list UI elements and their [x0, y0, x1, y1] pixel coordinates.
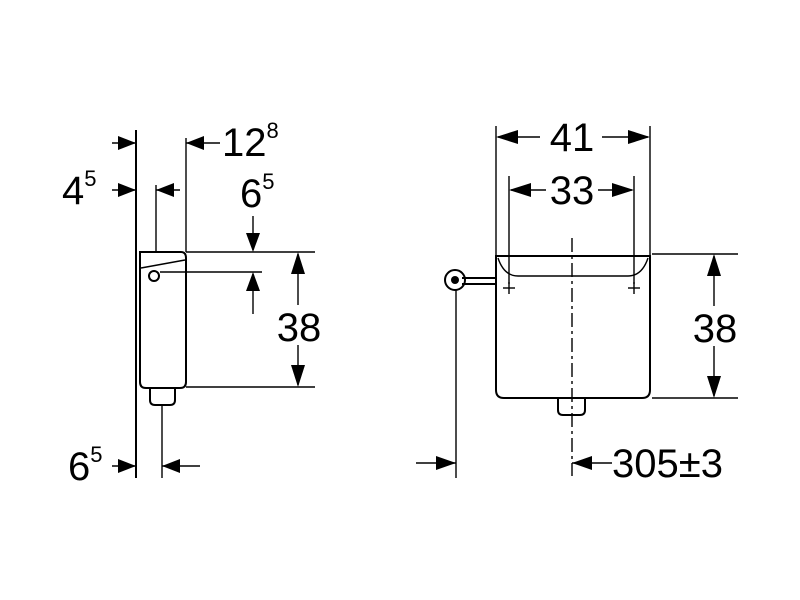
arrow-side-height-bottom [291, 365, 305, 387]
arrow-bottom-offset-right [162, 459, 180, 473]
arrow-outlet-offset-right [572, 456, 592, 470]
arrow-front-height-bottom [707, 376, 721, 398]
dim-outlet-offset-label: 305±3 [612, 442, 723, 486]
arrow-width-outer-left [496, 130, 518, 144]
arrow-wall-gap-right [156, 183, 174, 197]
side-lid-line [140, 259, 186, 269]
arrow-inlet-height-bottom [246, 272, 260, 291]
arrow-inlet-height-top [246, 233, 260, 252]
dim-top-offset-label: 128 [222, 118, 279, 165]
label-bg-front-height [692, 306, 738, 346]
dim-bottom-offset-label: 65 [68, 442, 103, 489]
arrow-top-offset-right [186, 136, 204, 150]
front-lid-line [497, 257, 649, 277]
side-view: 128 45 65 38 65 [62, 118, 322, 489]
dim-width-inner-label: 33 [550, 169, 595, 213]
arrow-width-inner-left [509, 183, 531, 197]
dim-width-outer-label: 41 [550, 116, 595, 160]
front-lever-knob-center [451, 276, 459, 284]
arrow-front-height-top [707, 254, 721, 276]
front-cistern-body [495, 255, 651, 399]
dim-inlet-height-label: 65 [240, 169, 275, 216]
side-outlet-stub [149, 388, 176, 406]
front-view: 41 33 38 305±3 [416, 116, 738, 486]
arrow-top-offset-left [118, 136, 136, 150]
label-bg-side-height [276, 305, 322, 345]
arrow-outlet-offset-left [436, 456, 456, 470]
arrow-width-inner-right [612, 183, 634, 197]
side-lever-pivot [148, 270, 160, 282]
arrow-side-height-top [291, 252, 305, 274]
arrow-bottom-offset-left [118, 459, 136, 473]
dim-front-height-label: 38 [693, 307, 738, 351]
front-lever-knob [444, 269, 466, 291]
arrow-width-outer-right [628, 130, 650, 144]
side-cistern-body [139, 251, 187, 389]
dim-wall-gap-label: 45 [62, 166, 97, 213]
arrow-wall-gap-left [118, 183, 136, 197]
dim-side-height-label: 38 [277, 306, 322, 350]
